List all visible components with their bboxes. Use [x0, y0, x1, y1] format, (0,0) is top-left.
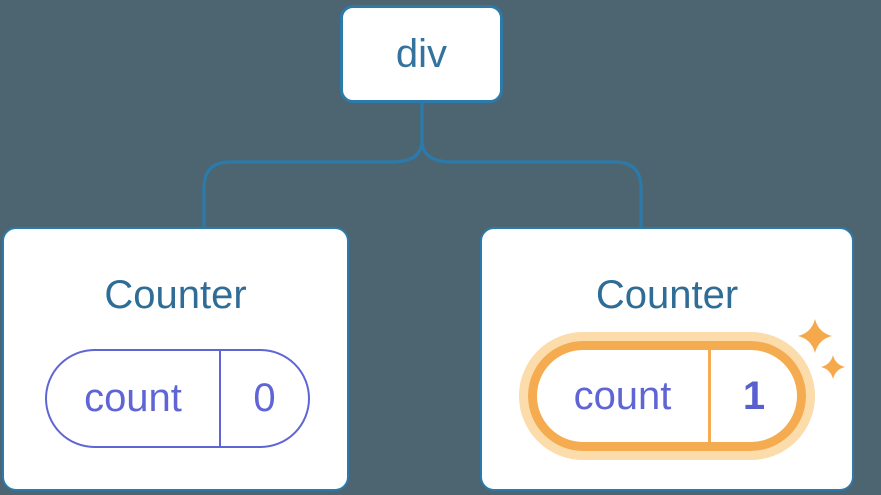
state-pill: count 0 — [45, 349, 310, 448]
state-name: count — [47, 351, 221, 446]
counter-title: Counter — [595, 273, 739, 317]
counter-title: Counter — [104, 273, 247, 317]
state-value: 0 — [253, 376, 276, 420]
state-pill-highlight: count 1 — [519, 332, 815, 460]
sparkle-large-icon — [798, 319, 832, 353]
root-node-label: div — [395, 31, 448, 76]
counter-card-left: Counter count 0 — [2, 227, 349, 491]
root-node-div: div — [340, 5, 503, 103]
state-value: 1 — [742, 373, 766, 418]
state-name: count — [537, 350, 711, 442]
sparkle-icon — [798, 319, 845, 379]
counter-card-right: Counter count 1 — [480, 227, 854, 491]
state-pill: count 1 — [528, 341, 806, 451]
sparkle-small-icon — [821, 355, 845, 379]
